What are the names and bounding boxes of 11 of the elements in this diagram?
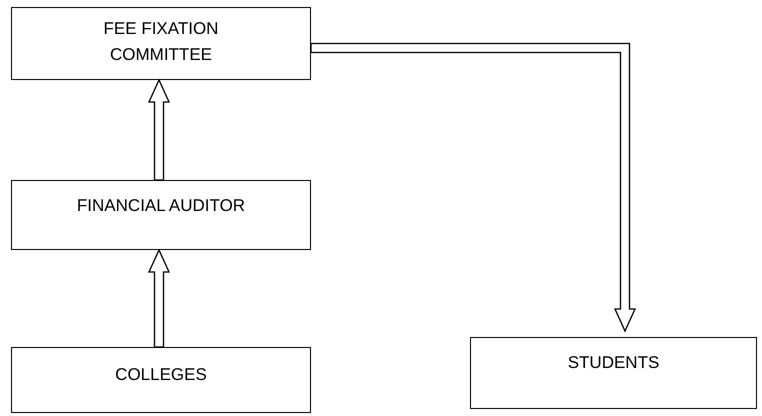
- block-arrow: [310, 42, 636, 333]
- box-label: COLLEGES: [115, 364, 207, 386]
- box-label: FINANCIAL AUDITOR: [76, 195, 246, 217]
- process-box: [11, 180, 311, 250]
- box-label: FEE FIXATION COMMITTEE: [102, 18, 220, 66]
- process-box: [11, 7, 311, 80]
- box-label: STUDENTS: [568, 352, 660, 374]
- process-box: [11, 347, 311, 413]
- block-arrow: [148, 78, 170, 181]
- process-box: [470, 337, 757, 409]
- block-arrow: [148, 248, 170, 348]
